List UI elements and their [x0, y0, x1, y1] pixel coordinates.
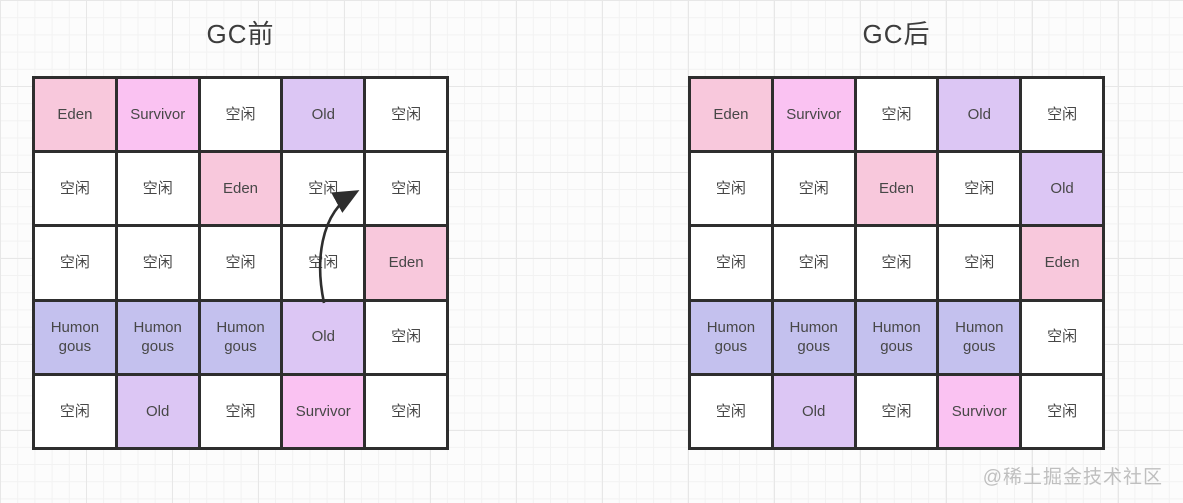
region-cell-eden: Eden — [200, 153, 281, 225]
watermark: @稀土掘金技术社区 — [982, 467, 1163, 488]
region-cell-free: 空闲 — [1022, 79, 1102, 151]
region-cell-eden: Eden — [856, 153, 937, 225]
region-cell-free: 空闲 — [366, 375, 446, 447]
region-cell-survivor: Survivor — [283, 375, 364, 447]
region-cell-free: 空闲 — [939, 227, 1020, 299]
region-cell-old: Old — [283, 79, 364, 151]
region-cell-old: Old — [1022, 153, 1102, 225]
region-cell-free: 空闲 — [773, 227, 854, 299]
region-cell-old: Old — [773, 375, 854, 447]
region-cell-humongous: Humon gous — [773, 301, 854, 373]
region-cell-humongous: Humon gous — [35, 301, 115, 373]
region-cell-old: Old — [939, 79, 1020, 151]
region-cell-eden: Eden — [366, 227, 446, 299]
region-cell-survivor: Survivor — [117, 79, 198, 151]
region-cell-free: 空闲 — [200, 227, 281, 299]
region-cell-free: 空闲 — [366, 301, 446, 373]
region-cell-free: 空闲 — [117, 227, 198, 299]
region-cell-free: 空闲 — [1022, 301, 1102, 373]
region-cell-survivor: Survivor — [939, 375, 1020, 447]
region-cell-free: 空闲 — [35, 375, 115, 447]
region-cell-humongous: Humon gous — [856, 301, 937, 373]
region-cell-free: 空闲 — [856, 375, 937, 447]
region-cell-humongous: Humon gous — [200, 301, 281, 373]
region-cell-free: 空闲 — [283, 153, 364, 225]
gc-before-title: GC前 — [206, 19, 275, 49]
gc-after-title: GC后 — [862, 19, 931, 49]
region-cell-free: 空闲 — [939, 153, 1020, 225]
region-cell-humongous: Humon gous — [117, 301, 198, 373]
region-cell-free: 空闲 — [366, 153, 446, 225]
region-cell-free: 空闲 — [366, 79, 446, 151]
region-cell-free: 空闲 — [200, 375, 281, 447]
region-cell-free: 空闲 — [856, 79, 937, 151]
region-cell-free: 空闲 — [35, 153, 115, 225]
region-cell-free: 空闲 — [773, 153, 854, 225]
region-cell-free: 空闲 — [117, 153, 198, 225]
region-cell-old: Old — [117, 375, 198, 447]
region-cell-free: 空闲 — [283, 227, 364, 299]
region-cell-eden: Eden — [691, 79, 771, 151]
region-cell-free: 空闲 — [1022, 375, 1102, 447]
region-cell-eden: Eden — [35, 79, 115, 151]
region-cell-survivor: Survivor — [773, 79, 854, 151]
region-cell-free: 空闲 — [691, 153, 771, 225]
region-cell-old: Old — [283, 301, 364, 373]
region-cell-free: 空闲 — [35, 227, 115, 299]
region-cell-eden: Eden — [1022, 227, 1102, 299]
region-cell-free: 空闲 — [856, 227, 937, 299]
region-cell-free: 空闲 — [691, 375, 771, 447]
region-cell-humongous: Humon gous — [939, 301, 1020, 373]
region-cell-free: 空闲 — [691, 227, 771, 299]
region-cell-humongous: Humon gous — [691, 301, 771, 373]
region-cell-free: 空闲 — [200, 79, 281, 151]
